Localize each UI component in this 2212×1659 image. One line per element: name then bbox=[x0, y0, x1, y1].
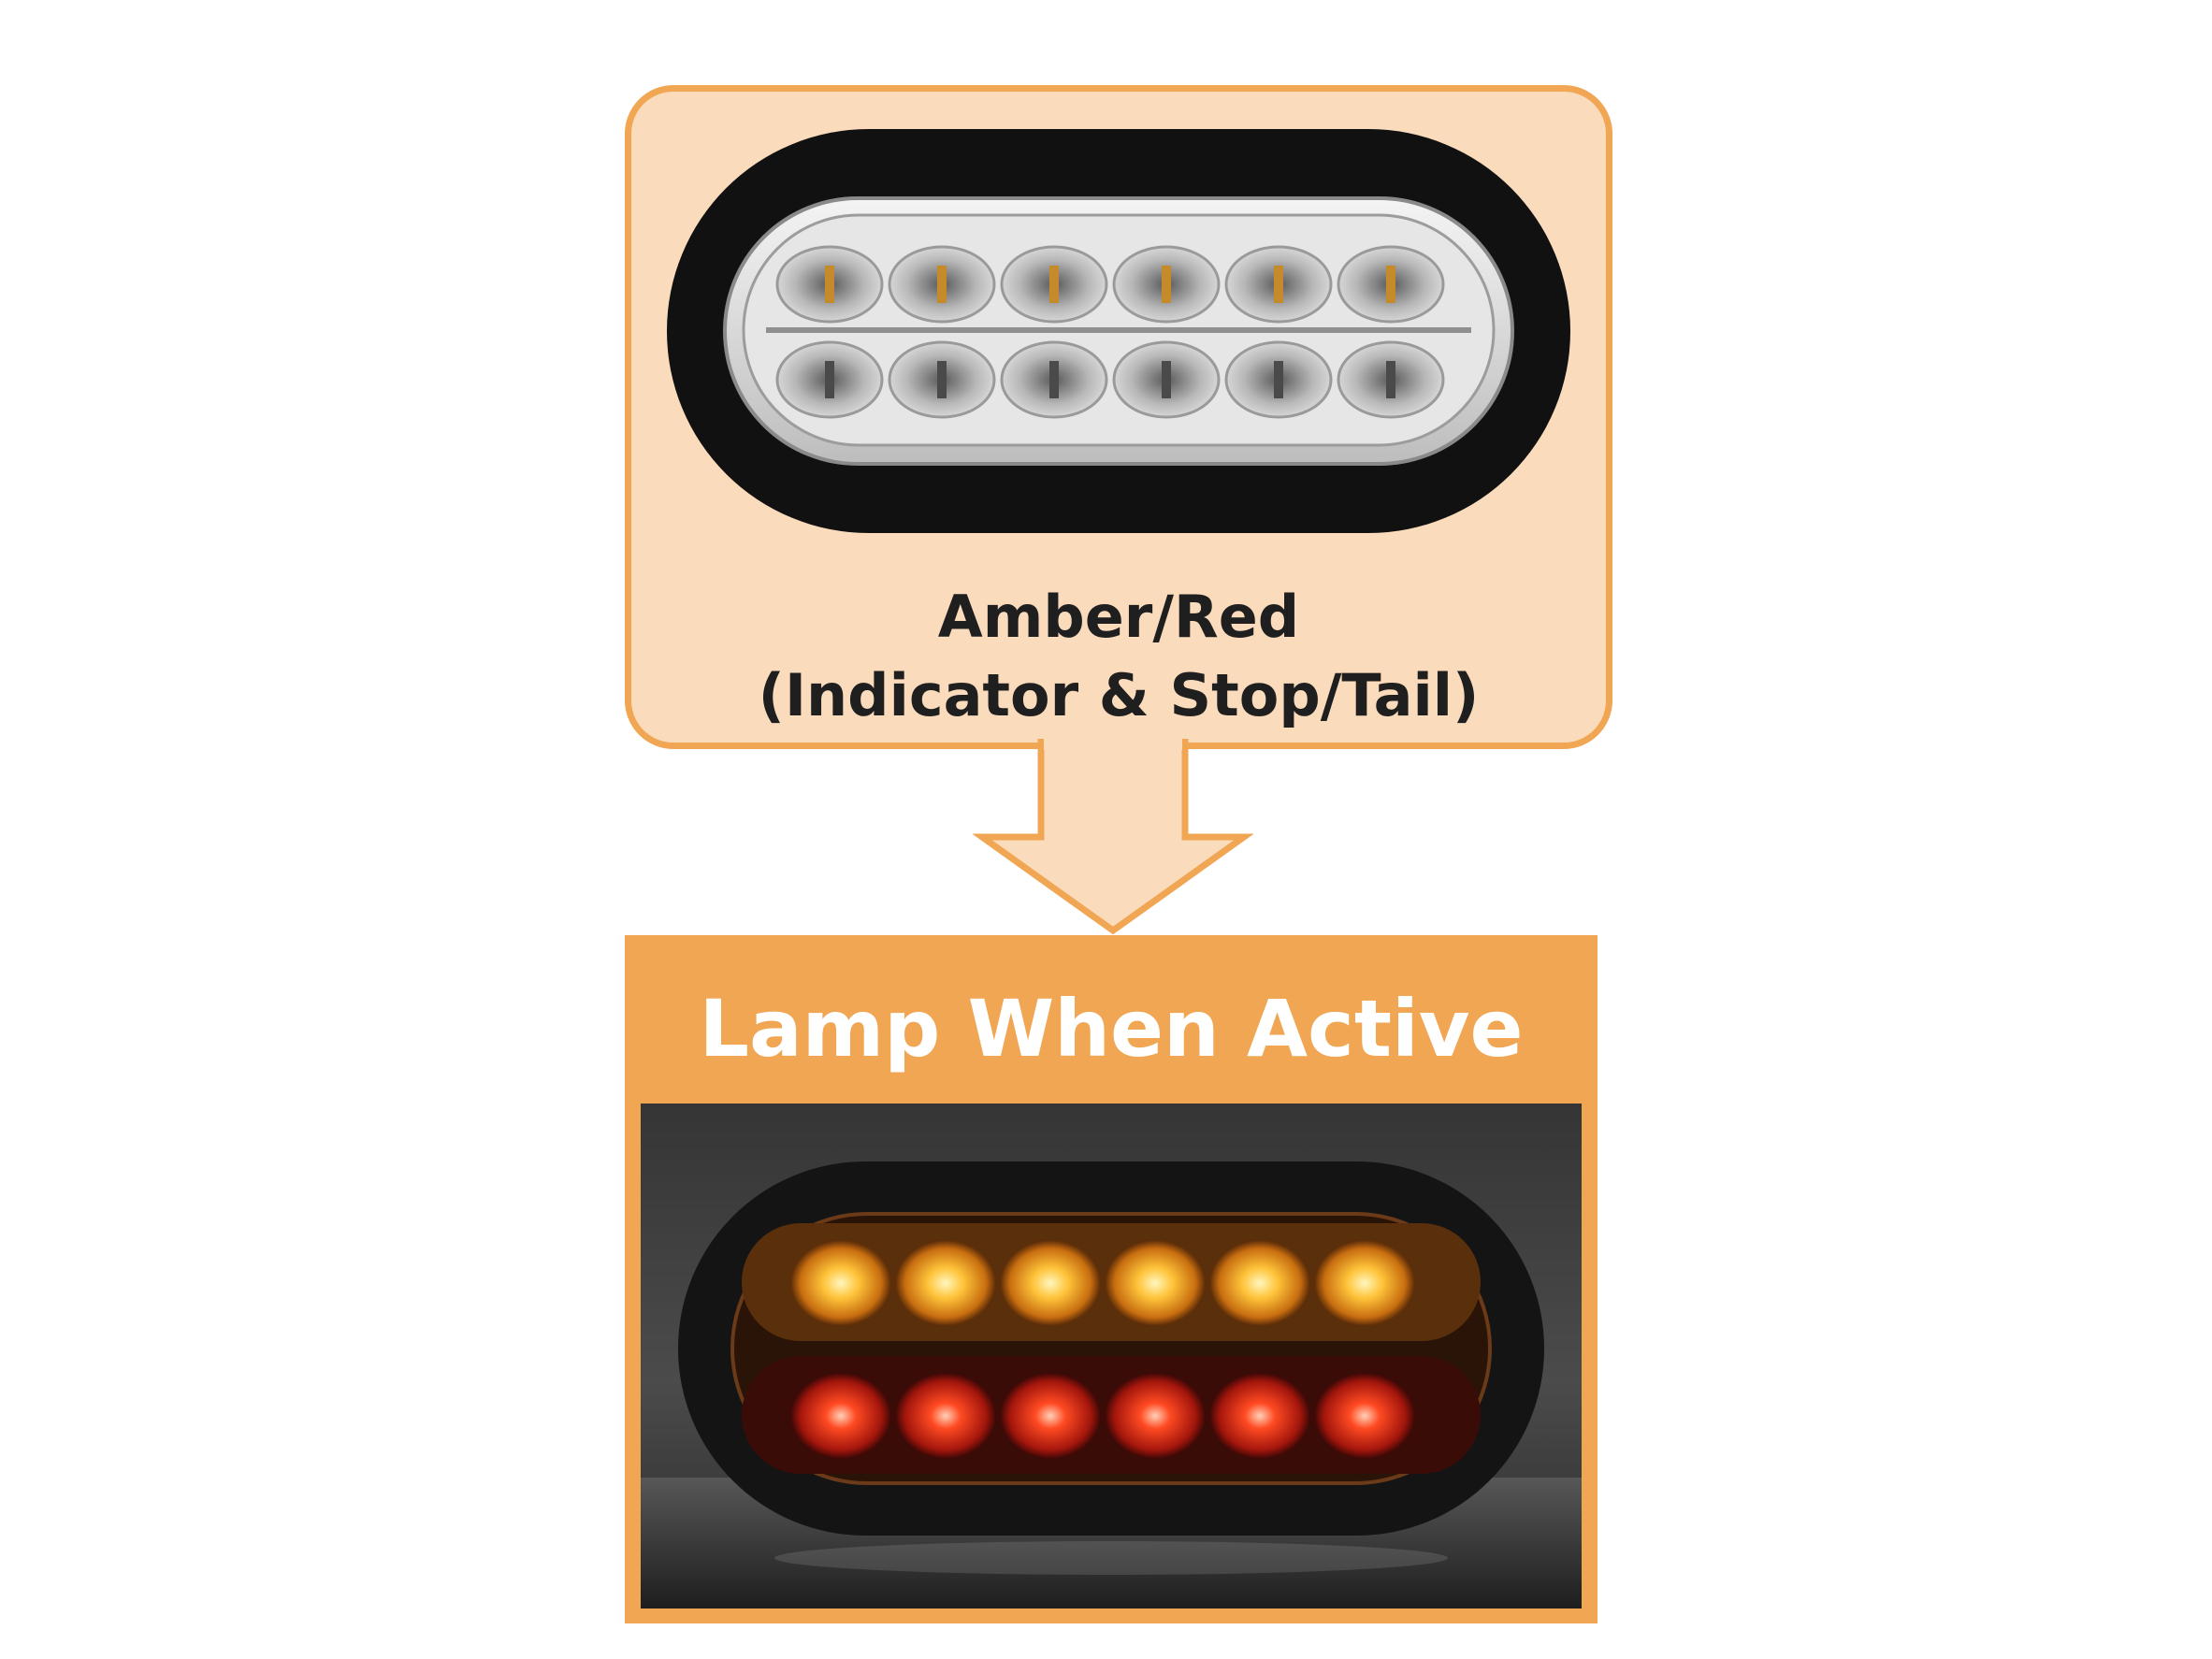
lit-lamp-photo bbox=[641, 1104, 1582, 1609]
active-lamp-title: Lamp When Active bbox=[699, 983, 1524, 1075]
unlit-lamp-image bbox=[667, 129, 1570, 533]
active-lamp-card: Lamp When Active bbox=[625, 935, 1598, 1623]
caption-line-1: Amber/Red bbox=[937, 583, 1300, 651]
lit-lamp-image bbox=[641, 1161, 1582, 1609]
down-arrow-icon bbox=[973, 739, 1253, 935]
lamp-caption: Amber/Red (Indicator & Stop/Tail) bbox=[631, 578, 1606, 735]
lamp-info-card: Amber/Red (Indicator & Stop/Tail) bbox=[625, 85, 1612, 749]
caption-line-2: (Indicator & Stop/Tail) bbox=[758, 661, 1480, 729]
